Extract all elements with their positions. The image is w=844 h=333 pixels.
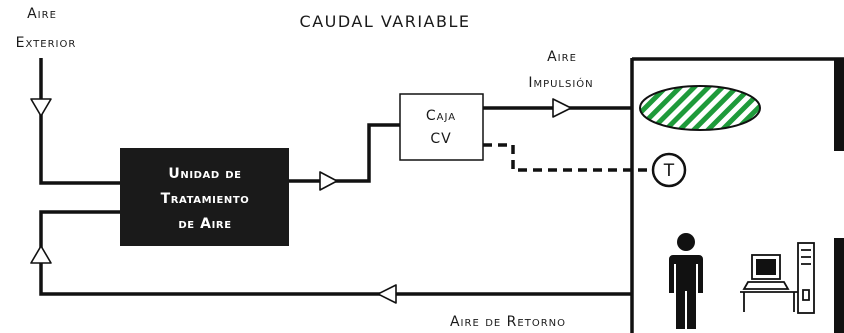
thermostat-control-line: [483, 143, 652, 172]
thermostat-icon: [651, 152, 687, 188]
outside-air-flow-arrow: [30, 98, 52, 117]
ahu-label-line3: de Aire: [178, 216, 231, 232]
supply-air-flow-arrow: [552, 98, 572, 118]
return-air-leftward-arrow: [377, 284, 397, 304]
ahu-outlet-flow-arrow: [319, 171, 338, 191]
room-right-wall-upper: [834, 59, 844, 151]
ahu-label-line2: Tratamiento: [161, 191, 250, 207]
air-handling-unit-box: [120, 148, 289, 246]
return-air-upward-arrow: [30, 245, 52, 264]
outside-air-label-line2: Exterior: [16, 35, 77, 51]
cv-box: [399, 93, 484, 161]
outside-air-label-line1: Aire: [27, 6, 57, 22]
return-air-label: Aire de Retorno: [450, 314, 566, 330]
diagram-title: CAUDAL VARIABLE: [300, 12, 471, 31]
cv-box-label-line1: Caja: [426, 108, 456, 124]
ahu-label-line1: Unidad de: [168, 166, 241, 182]
person-icon: [669, 233, 703, 329]
outside-air-duct: [39, 58, 120, 185]
cv-box-label-line2: CV: [430, 131, 451, 147]
supply-air-label-line1: Aire: [547, 49, 577, 65]
supply-air-label-line2: Impulsión: [528, 75, 593, 91]
thermostat-symbol: T: [663, 161, 675, 181]
supply-duct-to-cv-box: [289, 123, 400, 183]
ceiling-diffuser-icon: [639, 85, 761, 131]
computer-workstation-icon: [740, 242, 815, 314]
room-right-wall-lower: [834, 238, 844, 333]
